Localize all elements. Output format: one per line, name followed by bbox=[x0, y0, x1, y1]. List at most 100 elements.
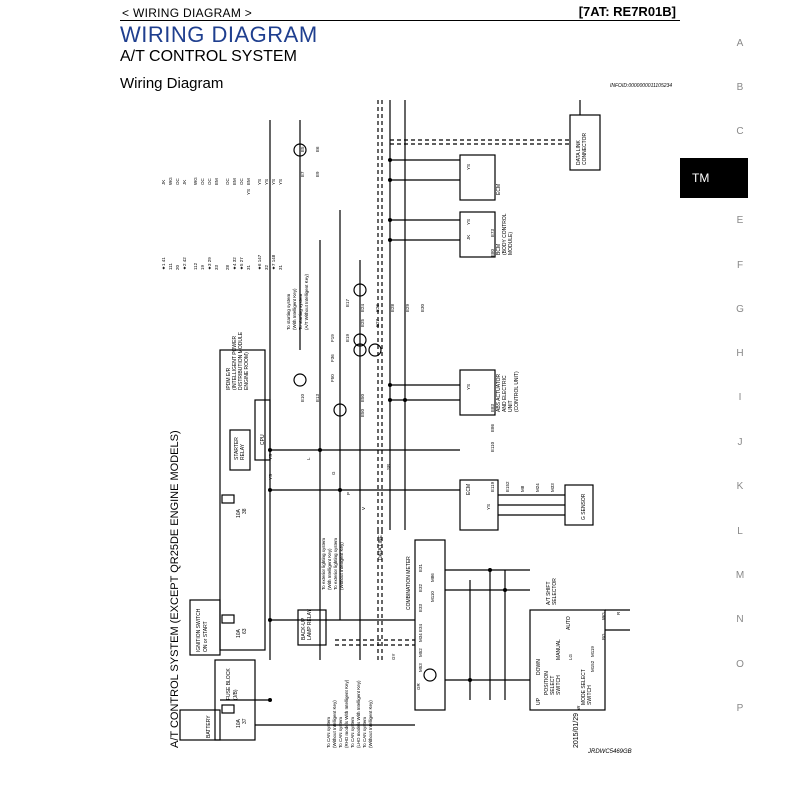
junction-dot bbox=[388, 158, 392, 162]
side-index-e[interactable]: E bbox=[736, 215, 744, 226]
wire-color-tag: YS bbox=[466, 164, 471, 170]
connector-tag: E27 bbox=[375, 318, 380, 327]
legend-code: EM bbox=[214, 178, 219, 185]
side-index-a[interactable]: A bbox=[736, 38, 744, 49]
connector-tag: E32 bbox=[418, 583, 423, 592]
side-index-m[interactable]: M bbox=[735, 570, 745, 581]
can-note: To CAN system bbox=[326, 717, 331, 748]
wire-color-tag: GY bbox=[391, 653, 396, 660]
connector-tag: E34 bbox=[418, 623, 423, 632]
junction-dot bbox=[388, 383, 392, 387]
junction-dot bbox=[388, 398, 392, 402]
wire-color-tag: W bbox=[576, 705, 581, 710]
backup-relay-label: BACK-UP bbox=[301, 617, 307, 640]
diagram-rotated-title: A/T CONTROL SYSTEM (EXCEPT QR25DE ENGINE… bbox=[169, 430, 181, 748]
connector-tag: M86 bbox=[430, 573, 435, 582]
down-label: DOWN bbox=[536, 659, 542, 675]
legend-entry: ★7 148 bbox=[271, 254, 276, 270]
side-index-o[interactable]: O bbox=[736, 659, 744, 670]
legend-entry: 112 bbox=[193, 262, 198, 270]
junction-dot bbox=[488, 568, 492, 572]
can-note: (Without Intelligent Key) bbox=[368, 700, 373, 748]
wire-color-tag: V bbox=[361, 507, 366, 510]
legend-code: OC bbox=[225, 177, 230, 185]
legend-code: OC bbox=[207, 177, 212, 185]
wire-color-tag: YS bbox=[466, 384, 471, 390]
side-index-f[interactable]: F bbox=[736, 260, 744, 271]
can-note: To CAN system bbox=[350, 717, 355, 748]
ignition-label: ON or START bbox=[203, 621, 209, 652]
legend-code: OC bbox=[239, 177, 244, 185]
abs-label: ABS ACTUATOR bbox=[496, 373, 502, 412]
side-index-i[interactable]: I bbox=[738, 392, 742, 403]
legend-code: YS bbox=[271, 179, 276, 185]
backup-relay-box bbox=[297, 609, 327, 646]
fuse-label: 10A bbox=[236, 628, 242, 638]
shift-selector-label: A/T SHIFT bbox=[546, 581, 552, 605]
side-index-h[interactable]: H bbox=[736, 348, 744, 359]
fuse-block-label: FUSE BLOCK bbox=[226, 668, 232, 700]
connector-tag: E83 bbox=[490, 403, 495, 412]
junction-dot bbox=[468, 678, 472, 682]
combination-meter-label: COMBINATION METER bbox=[406, 556, 412, 610]
wire-color-tag: GR bbox=[416, 682, 421, 690]
legend-entry: 31 bbox=[278, 264, 283, 270]
can-note: (LHD models With Intelligent Key) bbox=[356, 680, 361, 748]
connector-tag: E152 bbox=[505, 481, 510, 492]
up-label: UP bbox=[536, 697, 542, 705]
connector-tag: M53 bbox=[418, 663, 423, 672]
mode-select-label: SWITCH bbox=[587, 685, 593, 705]
connector-tag: E9 bbox=[315, 171, 320, 177]
wire-color-tag: YS bbox=[466, 219, 471, 225]
legend-entry: 31 bbox=[246, 264, 251, 270]
g-sensor-box bbox=[564, 484, 594, 526]
starting-note: To starting system bbox=[286, 293, 291, 330]
legend-code: EM bbox=[246, 178, 251, 185]
lighting-note: To exterior lighting system bbox=[321, 538, 326, 590]
side-index-j[interactable]: J bbox=[737, 437, 743, 448]
side-index-p[interactable]: P bbox=[736, 703, 744, 714]
cpu-box bbox=[254, 399, 271, 461]
page-subtitle: A/T CONTROL SYSTEM bbox=[120, 48, 297, 65]
side-index-tm[interactable]: TM bbox=[680, 158, 748, 198]
ipdm-label: (INTELLIGENT POWER bbox=[232, 336, 238, 390]
connector-tag: E33 bbox=[418, 603, 423, 612]
side-index-c[interactable]: C bbox=[736, 126, 744, 137]
side-index-g[interactable]: G bbox=[736, 304, 744, 315]
connector-tag: E19 bbox=[345, 333, 350, 342]
starter-relay-label: RELAY bbox=[240, 443, 246, 460]
side-index-l[interactable]: L bbox=[737, 526, 743, 537]
legend-entry: 20 bbox=[175, 264, 180, 270]
shift-selector-label: SELECTOR bbox=[552, 578, 558, 605]
connector-tag: E110 bbox=[490, 441, 495, 452]
starting-note: (With Intelligent Key) bbox=[292, 288, 297, 330]
g-sensor-label: G SENSOR bbox=[581, 493, 587, 520]
battery-label: BATTERY bbox=[206, 715, 212, 738]
side-index-k[interactable]: K bbox=[736, 481, 744, 492]
starter-relay-box bbox=[229, 429, 251, 471]
legend-code: WG bbox=[168, 177, 173, 185]
page-title: WIRING DIAGRAM bbox=[120, 22, 318, 47]
ipdm-label: IPDM E/R bbox=[226, 367, 232, 390]
legend-entry: ★2 42 bbox=[182, 257, 187, 270]
connector-tag: M152 bbox=[590, 660, 595, 672]
connector-tag: M33 bbox=[550, 483, 555, 492]
side-index-n[interactable]: N bbox=[736, 614, 744, 625]
position-label: SWITCH bbox=[556, 675, 562, 695]
connector-tag: M52 bbox=[418, 648, 423, 657]
wire-color-tag: SB bbox=[386, 464, 391, 470]
data-line-label: DATA LINE bbox=[378, 535, 384, 560]
connector-tag: E13 bbox=[315, 393, 320, 402]
connector-tag: E29 bbox=[405, 303, 410, 312]
can-note: To CAN system bbox=[362, 717, 367, 748]
section-heading: Wiring Diagram bbox=[120, 75, 224, 92]
connector-tag: M8 bbox=[520, 485, 525, 492]
connector-tag: E17 bbox=[345, 298, 350, 307]
header-divider bbox=[120, 20, 680, 21]
legend-code: JK bbox=[161, 180, 166, 185]
ignition-switch-box bbox=[189, 599, 221, 656]
connector-tag: E80 bbox=[490, 248, 495, 257]
connector-tag: M119 bbox=[590, 646, 595, 657]
side-index-b[interactable]: B bbox=[736, 82, 744, 93]
data-link-label: CONNECTOR bbox=[582, 132, 588, 165]
